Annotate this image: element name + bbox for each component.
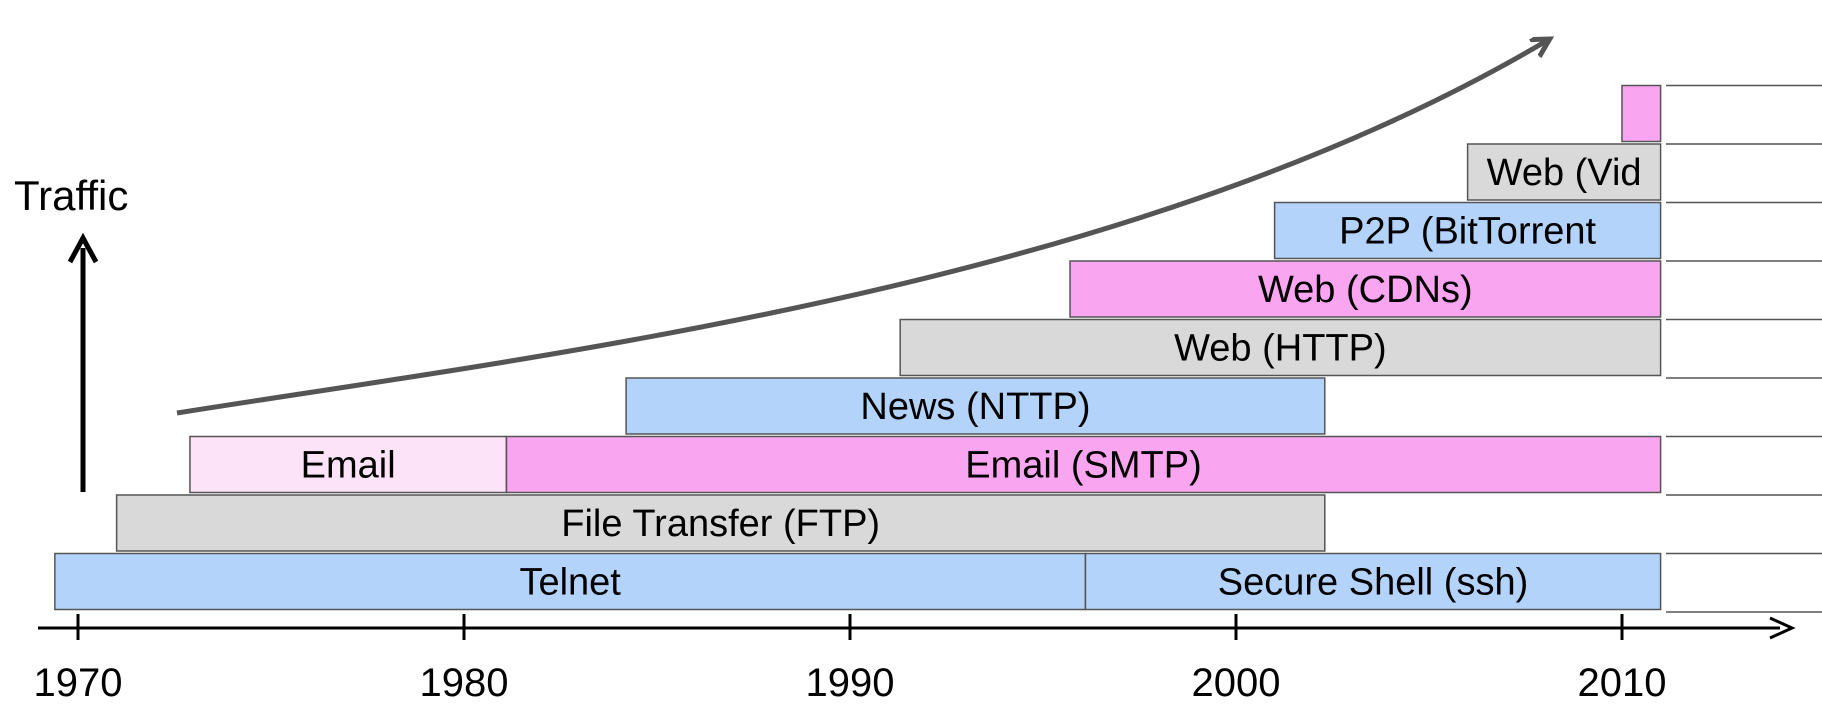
timeline-row-5: Web (HTTP) [899,318,1662,377]
traffic-arrow-head [67,232,99,264]
timeline-row-9 [1621,84,1662,143]
protocol-bar [115,494,1326,552]
protocol-bar [625,377,1326,435]
protocol-bar [1273,201,1662,260]
protocol-label: Secure Shell (ssh) [1218,562,1528,604]
protocol-bar [899,318,1662,377]
protocol-label: Web (CDNs) [1258,269,1473,311]
x-axis-arrow-head [1769,616,1796,640]
timeline-row-2: File Transfer (FTP) [115,494,1326,552]
x-tick-label: 1970 [34,661,123,705]
timeline-row-1: Telnet Secure Shell (ssh) [54,552,1662,611]
timeline-row-8: Web (Vid [1466,143,1662,201]
protocol-bar [1621,84,1662,143]
protocol-bar [1466,143,1662,201]
x-axis: 1970 1980 1990 2000 2010 [34,614,1796,705]
protocol-label: Email (SMTP) [965,445,1201,487]
timeline-row-6: Web (CDNs) [1069,260,1662,318]
traffic-axis: Traffic [14,172,128,492]
protocol-bars: Telnet Secure Shell (ssh) File Transfer (F… [54,84,1822,613]
protocol-label: News (NTTP) [860,386,1090,428]
x-axis-ticks: 1970 1980 1990 2000 2010 [34,614,1667,705]
protocol-label: Email [301,445,396,487]
protocol-bar [505,435,1662,494]
right-fade-region [1666,88,1822,612]
traffic-growth-curve [176,40,1548,416]
timeline-row-3: Email Email (SMTP) [189,435,1662,494]
protocol-label: Web (Vid [1487,152,1642,194]
timeline-row-7: P2P (BitTorrent [1273,201,1662,260]
protocol-bar [1084,552,1662,611]
x-tick-label: 2010 [1578,661,1667,705]
protocol-label: File Transfer (FTP) [561,503,880,545]
x-tick-label: 1990 [806,661,895,705]
protocol-label: Telnet [519,562,621,604]
protocol-bar [1069,260,1662,318]
x-tick-label: 1980 [420,661,509,705]
x-tick-label: 2000 [1192,661,1281,705]
traffic-label: Traffic [14,172,128,219]
timeline-row-4: News (NTTP) [625,377,1326,435]
protocol-label: P2P (BitTorrent [1339,211,1596,253]
protocol-label: Web (HTTP) [1174,328,1387,370]
